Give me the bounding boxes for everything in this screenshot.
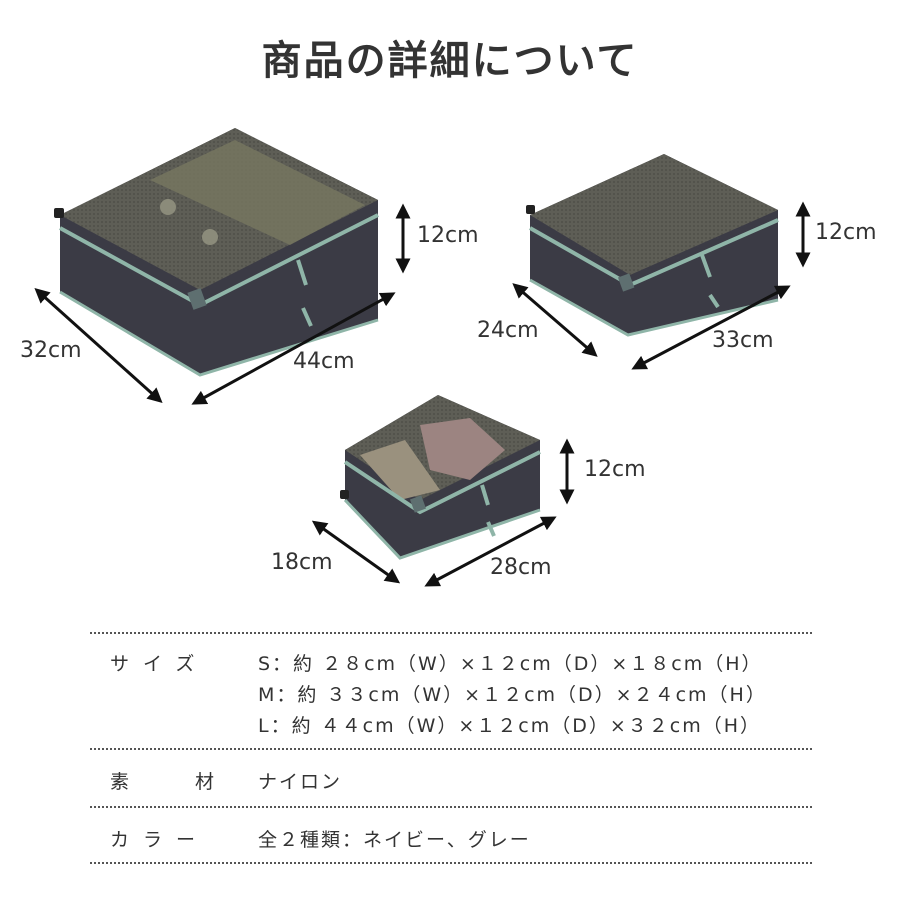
small-width-label: 28cm	[490, 555, 552, 580]
spec-divider	[90, 806, 812, 808]
medium-depth-label: 24cm	[477, 318, 539, 343]
size-label: サイズ	[110, 653, 209, 675]
material-label: 素 材	[110, 771, 245, 793]
spec-divider	[90, 748, 812, 750]
product-illustration	[34, 128, 811, 587]
medium-depth-arrow	[512, 283, 598, 357]
medium-pouch	[526, 154, 779, 337]
size-line-m: M：約 ３３cm（W）×１２cm（D）×２４cm（H）	[258, 684, 767, 706]
page-title: 商品の詳細について	[261, 38, 639, 84]
small-width-arrow	[424, 516, 557, 587]
size-line-l: L：約 ４４cm（W）×１２cm（D）×３２cm（H）	[258, 715, 762, 737]
large-width-label: 44cm	[293, 349, 355, 374]
large-depth-arrow	[34, 287, 163, 404]
medium-width-label: 33cm	[712, 328, 774, 353]
small-depth-label: 18cm	[271, 550, 333, 575]
color-label: カラー	[110, 829, 210, 851]
spec-divider	[90, 862, 812, 864]
large-depth-label: 32cm	[20, 338, 82, 363]
material-value: ナイロン	[258, 771, 343, 793]
large-height-label: 12cm	[417, 223, 479, 248]
large-width-arrow	[191, 292, 396, 405]
small-depth-arrow	[311, 520, 401, 584]
spec-divider	[90, 632, 812, 634]
small-height-label: 12cm	[584, 457, 646, 482]
size-line-s: S：約 ２８cm（W）×１２cm（D）×１８cm（H）	[258, 653, 763, 675]
color-value: 全２種類：ネイビー、グレー	[258, 829, 531, 851]
medium-height-label: 12cm	[815, 220, 877, 245]
small-pouch	[340, 395, 541, 560]
large-pouch	[54, 128, 379, 377]
medium-width-arrow	[631, 285, 791, 370]
